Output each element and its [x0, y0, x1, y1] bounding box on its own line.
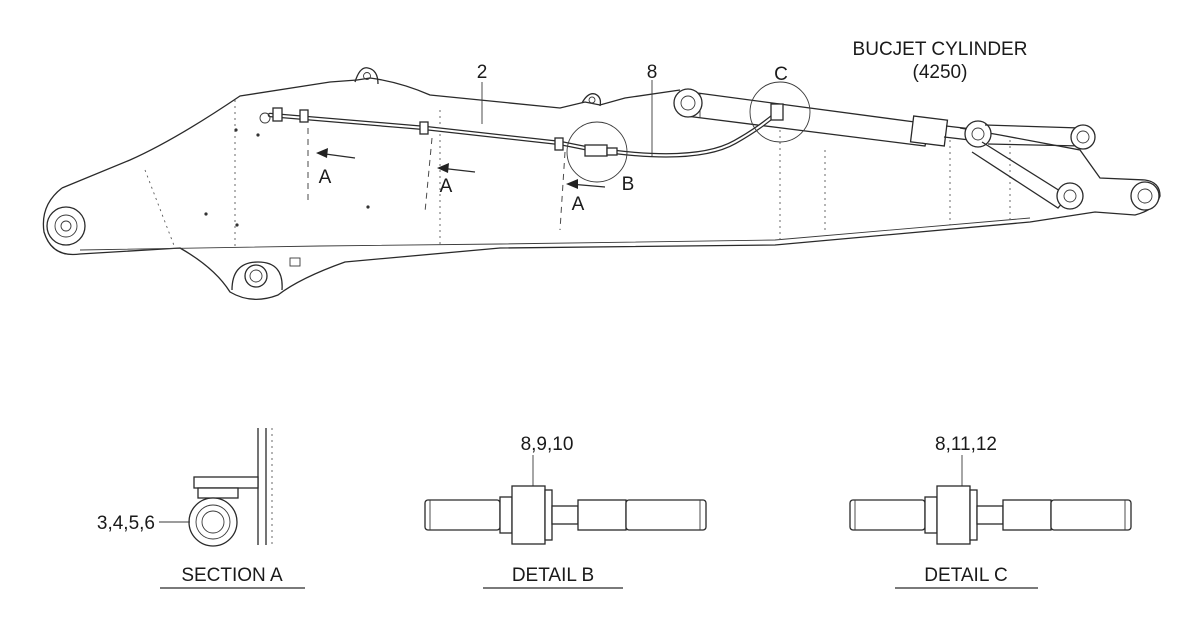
detail-b-view — [424, 455, 707, 545]
callout-detail-b: B — [622, 174, 635, 195]
arm-body — [42, 67, 1161, 300]
callout-section-a-1: A — [319, 167, 332, 188]
section-a-markers — [307, 128, 606, 231]
detail-b-circle — [566, 121, 628, 183]
bucket-cylinder — [673, 88, 1160, 211]
detail-b-caption: DETAIL B — [512, 565, 594, 586]
title-line-1: BUCJET CYLINDER — [853, 39, 1028, 60]
callout-part-2: 2 — [477, 62, 488, 83]
section-a-caption: SECTION A — [181, 565, 283, 586]
callout-section-a-3: A — [572, 194, 585, 215]
detail-c-circle — [749, 81, 811, 143]
title-line-2: (4250) — [913, 62, 968, 83]
detail-b-parts: 8,9,10 — [521, 434, 574, 455]
callout-detail-c: C — [774, 64, 788, 85]
detail-c-parts: 8,11,12 — [935, 434, 997, 455]
detail-c-caption: DETAIL C — [924, 565, 1007, 586]
section-a-view — [159, 428, 273, 547]
callout-section-a-2: A — [440, 176, 453, 197]
section-a-parts: 3,4,5,6 — [97, 513, 155, 534]
hydraulic-hose — [259, 103, 784, 158]
detail-c-view — [849, 455, 1132, 545]
callout-part-8: 8 — [647, 62, 658, 83]
